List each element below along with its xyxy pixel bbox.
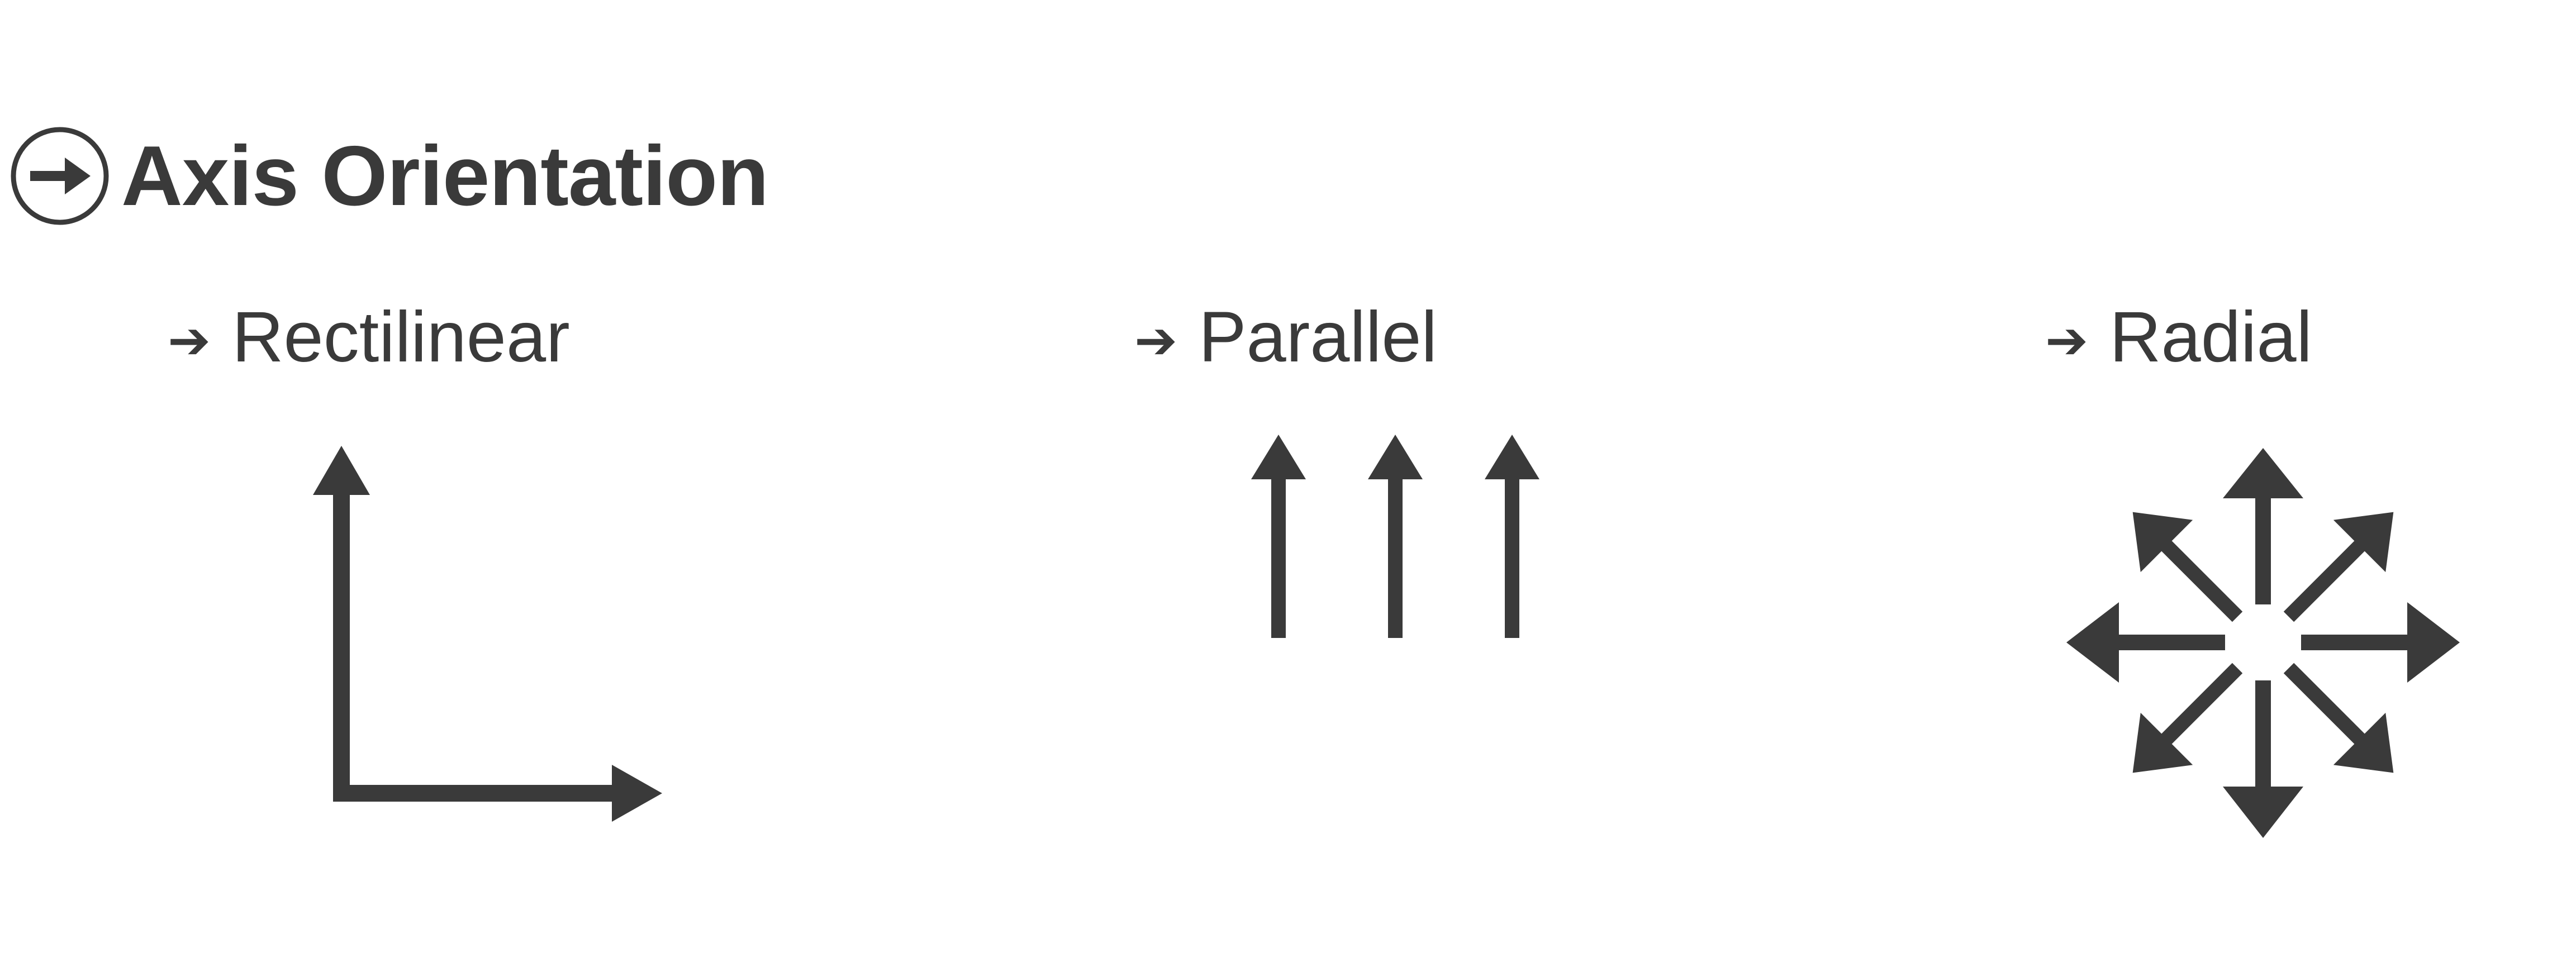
column-header-radial: ➔ Radial: [2045, 302, 2576, 408]
column-label-parallel: Parallel: [1199, 297, 1437, 377]
page-title: Axis Orientation: [121, 128, 769, 223]
column-label-radial: Radial: [2109, 297, 2312, 377]
column-parallel: ➔ Parallel: [1134, 302, 1973, 665]
parallel-arrows-diagram: [1238, 430, 1973, 665]
arrow-bullet-icon: ➔: [1134, 312, 1178, 369]
column-label-rectilinear: Rectilinear: [232, 297, 570, 377]
arrow-bullet-icon: ➔: [2045, 312, 2089, 369]
column-header-rectilinear: ➔ Rectilinear: [168, 302, 1006, 408]
arrow-bullet-icon: ➔: [168, 312, 211, 369]
circled-arrow-right-icon: [11, 127, 109, 225]
column-radial: ➔ Radial: [2045, 302, 2576, 855]
section-header: Axis Orientation: [0, 112, 769, 240]
orientation-columns: ➔ Rectilinear ➔ Parallel: [0, 302, 2576, 916]
rectilinear-axes-diagram: [274, 430, 1006, 822]
column-rectilinear: ➔ Rectilinear: [168, 302, 1006, 822]
column-header-parallel: ➔ Parallel: [1134, 302, 1973, 408]
radial-arrows-diagram: [2045, 430, 2576, 855]
